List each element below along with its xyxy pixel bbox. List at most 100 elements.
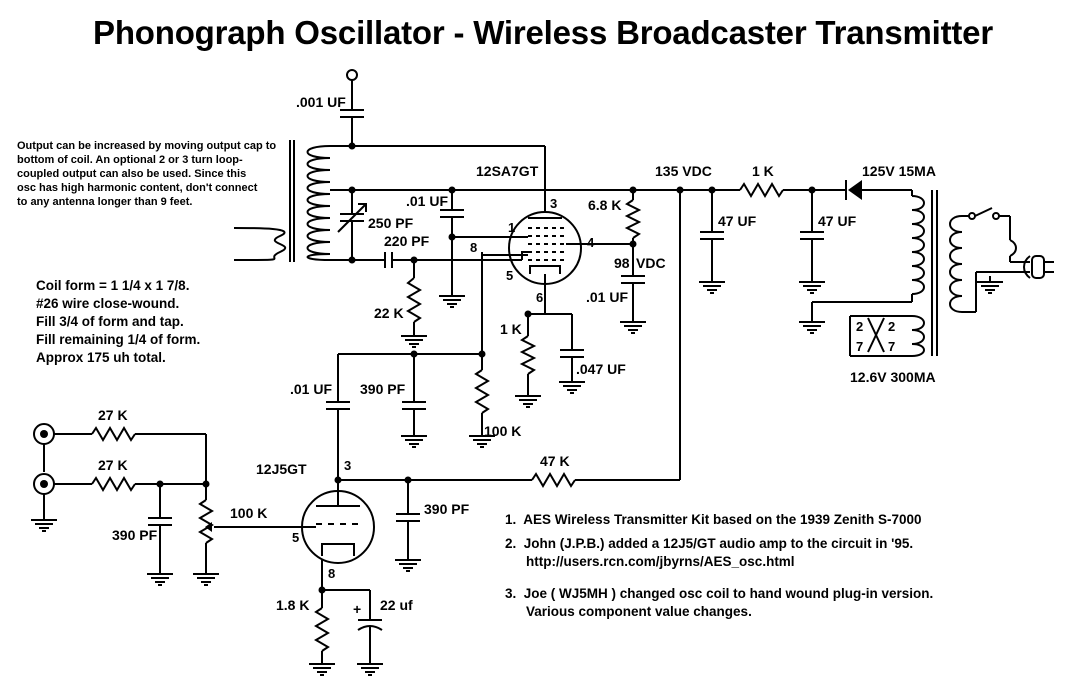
tube1-pin-3: 3 <box>550 196 557 211</box>
tube2-pin-8: 8 <box>328 566 335 581</box>
output-note-line: to any antenna longer than 9 feet. <box>17 196 193 208</box>
c-01c-label: .01 UF <box>290 381 332 397</box>
capacitor-47uf-a <box>698 190 726 294</box>
tube2-pin-3: 3 <box>344 458 351 473</box>
fil-pin-7b: 7 <box>888 339 895 354</box>
c-390c-label: 390 PF <box>112 527 158 543</box>
r-27k-a-label: 27 K <box>98 407 128 423</box>
c-47a-label: 47 UF <box>718 213 757 229</box>
c-047-label: .047 UF <box>576 361 626 377</box>
footnote-text: John (J.P.B.) added a 12J5/GT audio amp … <box>523 536 914 551</box>
resistor-100k <box>468 354 496 448</box>
c-250-label: 250 PF <box>368 215 414 231</box>
coil-note-line: Coil form = 1 1/4 x 1 7/8. <box>36 278 190 293</box>
power-transformer <box>798 190 963 357</box>
resistor-22k <box>400 260 428 348</box>
c-01b-label: .01 UF <box>586 289 628 305</box>
pot-label: 100 K <box>230 505 267 521</box>
output-note-line: bottom of coil. An optional 2 or 3 turn … <box>17 154 243 166</box>
antenna-terminal <box>346 69 358 110</box>
capacitor-01uf-b <box>619 275 647 334</box>
coil-note-line: #26 wire close-wound. <box>36 296 180 311</box>
tube1-label: 12SA7GT <box>476 163 539 179</box>
capacitor-390pf-b <box>394 480 422 572</box>
output-note-line: osc has high harmonic content, don't con… <box>17 182 258 194</box>
coil-notes: Coil form = 1 1/4 x 1 7/8. #26 wire clos… <box>36 277 200 367</box>
resistor-27k-b <box>91 476 206 492</box>
fil-pin-2a: 2 <box>856 319 863 334</box>
footnote-2-url: http://users.rcn.com/jbyrns/AES_osc.html <box>526 554 795 569</box>
coil-note-line: Approx 175 uh total. <box>36 350 166 365</box>
capacitor-047uf <box>558 314 586 394</box>
tube-12sa7gt <box>481 146 582 314</box>
r-68k-label: 6.8 K <box>588 197 621 213</box>
output-note-line: Output can be increased by moving output… <box>17 140 277 152</box>
footnote-number: 3. <box>505 586 517 601</box>
footnote-3: 3. Joe ( WJ5MH ) changed osc coil to han… <box>505 586 933 602</box>
fil-label: 12.6V 300MA <box>850 369 936 385</box>
output-note-line: coupled output can also be used. Since t… <box>17 168 247 180</box>
tube1-pin-6: 6 <box>536 290 543 305</box>
c-390b-label: 390 PF <box>424 501 470 517</box>
output-note: Output can be increased by moving output… <box>17 139 276 209</box>
tube1-pin-1: 1 <box>508 220 515 235</box>
r-22k-label: 22 K <box>374 305 404 321</box>
resistor-1k-supply <box>739 182 845 198</box>
tube2-label: 12J5GT <box>256 461 307 477</box>
resistor-1-8k <box>308 590 336 676</box>
coil-note-line: Fill 3/4 of form and tap. <box>36 314 184 329</box>
capacitor-390pf-a <box>400 354 428 448</box>
tube1-pin-8: 8 <box>470 240 477 255</box>
variable-capacitor-250pf <box>337 190 367 260</box>
capacitor-390pf-c <box>146 484 174 586</box>
r-100k-label: 100 K <box>484 423 521 439</box>
footnote-number: 2. <box>505 536 517 551</box>
coil-note-line: Fill remaining 1/4 of form. <box>36 332 201 347</box>
c-47b-label: 47 UF <box>818 213 857 229</box>
filament-connection <box>849 315 912 357</box>
capacitor-001uf <box>340 109 364 146</box>
input-jack-1 <box>33 423 92 472</box>
capacitor-22uf <box>356 590 384 676</box>
c-22-plus: + <box>353 601 361 617</box>
rectifier-diode <box>845 180 912 200</box>
vdc98-label: VDC <box>636 255 666 271</box>
ps-label: 125V 15MA <box>862 163 936 179</box>
r-27k-b-label: 27 K <box>98 457 128 473</box>
r-1k-top-label: 1 K <box>752 163 774 179</box>
capacitor-47uf-b <box>798 190 826 294</box>
potentiometer-100k <box>192 499 226 586</box>
resistor-27k-a <box>91 426 207 500</box>
r-18k-label: 1.8 K <box>276 597 309 613</box>
c-001-label: .001 UF <box>296 94 346 110</box>
footnote-text: AES Wireless Transmitter Kit based on th… <box>523 512 922 527</box>
tube1-pin-4: 4 <box>587 235 595 250</box>
r-1k-label: 1 K <box>500 321 522 337</box>
footnote-3-line-2: Various component value changes. <box>526 604 752 619</box>
tube1-pin-5: 5 <box>506 268 513 283</box>
input-jack-2 <box>30 473 92 532</box>
resistor-47k <box>531 472 680 488</box>
fil-pin-2b: 2 <box>888 319 895 334</box>
footnote-2: 2. John (J.P.B.) added a 12J5/GT audio a… <box>505 536 913 552</box>
footnote-number: 1. <box>505 512 517 527</box>
c-01a-label: .01 UF <box>406 193 448 209</box>
c-22-label: 22 uf <box>380 597 413 613</box>
c-220-label: 220 PF <box>384 233 430 249</box>
oscillator-coil <box>233 140 331 262</box>
r-47k-label: 47 K <box>540 453 570 469</box>
v98-label: 98 <box>614 255 630 271</box>
v135-label: 135 VDC <box>655 163 712 179</box>
ac-plug-switch <box>962 207 1054 313</box>
page-title: Phonograph Oscillator - Wireless Broadca… <box>93 14 993 51</box>
resistor-6-8k <box>624 190 642 276</box>
fil-pin-7a: 7 <box>856 339 863 354</box>
tube-12j5gt <box>301 480 375 590</box>
resistor-1k-cathode <box>514 314 542 408</box>
c-390a-label: 390 PF <box>360 381 406 397</box>
footnote-1: 1. AES Wireless Transmitter Kit based on… <box>505 512 922 528</box>
footnote-text: Joe ( WJ5MH ) changed osc coil to hand w… <box>523 586 934 601</box>
capacitor-01uf-c <box>326 354 350 480</box>
capacitor-01uf-a <box>438 190 466 308</box>
